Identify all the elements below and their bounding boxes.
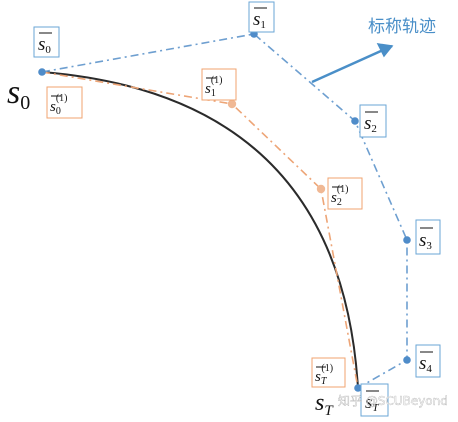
nominal-point-3 [403, 236, 411, 244]
watermark-text: 知乎 @SCUBeyond [338, 394, 448, 408]
svg-text:s1: s1 [253, 9, 266, 31]
iterate-trajectory-line [41, 71, 359, 389]
svg-text:s0(1): s0(1) [50, 93, 68, 117]
svg-text:s2(1): s2(1) [331, 184, 349, 208]
iterate-label-T: sT(1) [311, 357, 346, 388]
svg-text:sT(1): sT(1) [315, 363, 333, 387]
svg-text:sT: sT [365, 392, 379, 414]
svg-text:s4: s4 [419, 353, 432, 375]
svg-text:s0: s0 [38, 34, 51, 56]
nominal-label-2: s2 [359, 104, 387, 138]
nominal-point-2 [351, 117, 359, 125]
iterate-points [227, 99, 326, 194]
true-trajectory-arc [41, 71, 359, 389]
iterate-label-1: s1(1) [201, 68, 237, 101]
nominal-point-4 [403, 356, 411, 364]
start-state-label: s0 [7, 74, 30, 114]
iterate-label-0: s0(1) [46, 86, 83, 119]
nominal-point-T [354, 384, 362, 392]
terminal-state-label: sT [315, 390, 334, 419]
svg-text:s3: s3 [419, 230, 432, 252]
iterate-point-2 [316, 184, 326, 194]
nominal-trajectory-line [41, 33, 408, 389]
nominal-label-1: s1 [248, 1, 275, 33]
svg-text:s1(1): s1(1) [205, 75, 223, 99]
svg-text:s2: s2 [364, 113, 377, 135]
legend-text: 标称轨迹 [368, 17, 436, 37]
legend-arrow-shaft [311, 44, 393, 84]
nominal-points [38, 30, 411, 392]
legend-arrow-head [376, 43, 394, 58]
nominal-label-0: s0 [33, 26, 60, 58]
legend: 标称轨迹 [311, 17, 436, 84]
nominal-label-3: s3 [415, 219, 441, 255]
iterate-point-1 [227, 99, 237, 109]
nominal-label-T: sT [360, 383, 389, 417]
iterate-label-2: s2(1) [327, 177, 363, 210]
nominal-label-4: s4 [415, 344, 441, 378]
nominal-point-0 [38, 68, 46, 76]
